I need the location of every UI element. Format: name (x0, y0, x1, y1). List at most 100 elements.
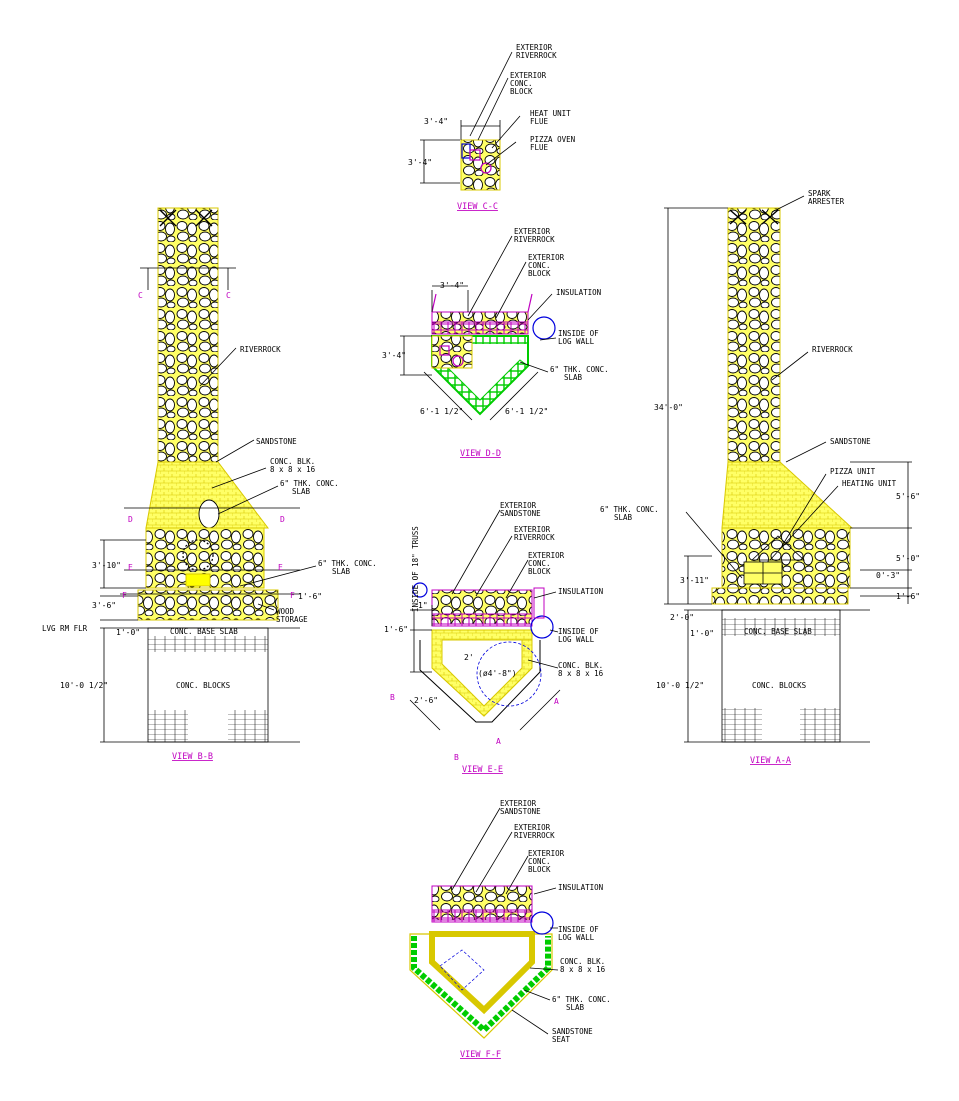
view-ff-label-block-1: EXTERIOR (528, 849, 565, 858)
view-ee-dims (410, 609, 432, 673)
view-bb-label-wood-1: WOOD (276, 607, 295, 616)
view-ee-label-sandstone-1: EXTERIOR (500, 501, 537, 510)
view-aa-dim-height: 34'-0" (654, 403, 683, 412)
view-ff-block-ring (429, 931, 535, 1015)
view-cc-leaders (469, 51, 521, 166)
view-ff-label-seat-1: SANDSTONE (552, 1027, 593, 1036)
view-bb-cut-c2: C (226, 291, 231, 300)
view-dd-label-slab-2: SLAB (564, 373, 583, 382)
view-ee-label-blk-1: CONC. BLK. (558, 661, 603, 670)
view-bb-label-slab1-1: 6" THK. CONC. (280, 479, 339, 488)
view-ff-leaders (451, 807, 559, 1035)
view-ee-label-insulation: INSULATION (558, 587, 603, 596)
view-cc-body (460, 139, 501, 191)
view-bb-sandstone (145, 461, 270, 529)
view-ff-label-slab-1: 6" THK. CONC. (552, 995, 611, 1004)
view-dd-dims (400, 285, 469, 376)
view-dd-flue-square (439, 345, 450, 356)
view-ee-cut-a2: A (496, 737, 501, 746)
view-dd-label-block-1: EXTERIOR (528, 253, 565, 262)
view-ff-block-band (431, 909, 533, 923)
view-bb-leaders (199, 347, 317, 611)
view-bb-label-base: CONC. BASE SLAB (170, 627, 238, 636)
view-ff-label-block-3: BLOCK (528, 865, 551, 874)
view-aa-block-hatch-l (722, 708, 762, 742)
view-ee-cut-b1: B (390, 693, 395, 702)
view-ee-label-sandstone-2: SANDSTONE (500, 509, 541, 518)
view-ee-dim-d1: 1" (418, 601, 428, 610)
view-aa-base-hatch (722, 618, 840, 636)
view-ff-title: VIEW F-F (460, 1050, 501, 1060)
view-aa-dim-d2: 5'-0" (896, 554, 920, 563)
view-bb-label-blk-1: CONC. BLK. (270, 457, 315, 466)
view-dd-dim-width: 3'-4" (440, 281, 464, 290)
view-dd-leaders (467, 235, 557, 373)
view-bb-block-hatch-l (148, 710, 188, 742)
view-ff-label-slab-2: SLAB (566, 1003, 585, 1012)
view-dd-insulation-ends (431, 293, 533, 313)
view-ff-label-riverrock-2: RIVERROCK (514, 831, 555, 840)
view-ee-leaders (451, 509, 559, 669)
view-cc-pizza-flue (480, 162, 492, 174)
view-bb-cut-c1: C (138, 291, 143, 300)
view-bb-dim-d3: 1'-0" (116, 628, 140, 637)
view-dd-label-logwall-2: LOG WALL (558, 337, 595, 346)
view-ee-insulation (533, 587, 545, 619)
view-bb-cut-e1: E (128, 563, 133, 572)
view-aa-dim-d6: 2'-0" (670, 613, 694, 622)
view-aa-block-hatch-r (800, 708, 840, 742)
view-aa-dim-d3: 3'-11" (680, 576, 709, 585)
view-cc-label-riverrock-1: EXTERIOR (516, 43, 553, 52)
view-bb-label-sandstone: SANDSTONE (256, 437, 297, 446)
view-cc-dim-lines (420, 120, 501, 184)
view-aa-label-sandstone: SANDSTONE (830, 437, 871, 446)
view-bb-label-riverrock: RIVERROCK (240, 345, 281, 354)
view-ee-title: VIEW E-E (462, 765, 503, 775)
view-bb-cut-e2: E (278, 563, 283, 572)
view-ff-label-logwall-1: INSIDE OF (558, 925, 599, 934)
view-bb-dim-d4: 10'-0 1/2" (60, 681, 108, 690)
view-ee-label-riverrock-1: EXTERIOR (514, 525, 551, 534)
view-ee-dim2 (409, 605, 561, 731)
view-cc-title: VIEW C-C (457, 202, 498, 212)
view-bb-cut-f2: F (290, 591, 295, 600)
view-dd-title: VIEW D-D (460, 449, 501, 459)
view-aa-unit-divs (744, 562, 782, 584)
view-bb-base-rock (137, 589, 279, 621)
view-ff-label-block-2: CONC. (528, 857, 551, 866)
view-bb-rock-accent (198, 499, 220, 529)
view-dd-dim-height: 3'-4" (382, 351, 406, 360)
view-ff-label-blk-2: 8 x 8 x 16 (560, 965, 606, 974)
view-ee-log-wall (530, 615, 554, 639)
view-dd-label-block-3: BLOCK (528, 269, 551, 278)
view-ee-block-ring (431, 629, 533, 717)
view-dd-label-logwall-1: INSIDE OF (558, 329, 599, 338)
view-aa-label-slab-2: SLAB (614, 513, 633, 522)
view-ee-truss-circle (412, 582, 428, 598)
view-aa-title: VIEW A-A (750, 756, 791, 766)
view-cc-label-block-3: BLOCK (510, 87, 533, 96)
view-cc-label-heat-1: HEAT UNIT (530, 109, 571, 118)
view-ff-label-insulation: INSULATION (558, 883, 603, 892)
view-bb-dim-d1: 3'-10" (92, 561, 121, 570)
view-cc-label-pizza-1: PIZZA OVEN (530, 135, 575, 144)
view-aa-dim-d8: 10'-0 1/2" (656, 681, 704, 690)
view-dd-label-riverrock-1: EXTERIOR (514, 227, 551, 236)
view-bb-label-blocks: CONC. BLOCKS (176, 681, 231, 690)
view-ee-label-logwall-2: LOG WALL (558, 635, 595, 644)
view-bb-hearth (185, 573, 211, 587)
view-dd-dim-left: 6'-1 1/2" (420, 407, 463, 416)
view-cc-flue-box (469, 149, 481, 161)
view-bb-label-blk-2: 8 x 8 x 16 (270, 465, 316, 474)
view-dd-diag-dims (423, 371, 539, 421)
view-ee-rock-outline (419, 640, 541, 723)
view-dd-log-wall (532, 316, 556, 340)
view-bb-cut-f1: F (122, 591, 127, 600)
view-aa-base-rock (711, 587, 849, 605)
view-dd-label-riverrock-2: RIVERROCK (514, 235, 555, 244)
view-dd-dim-right: 6'-1 1/2" (505, 407, 548, 416)
view-ee: 1" 1'-6" 2' 2'-6" (ø4'-8") B A A B EXTER… (384, 501, 604, 775)
view-ee-cut-a1: A (554, 697, 559, 706)
view-bb-base-hatch (148, 636, 268, 652)
